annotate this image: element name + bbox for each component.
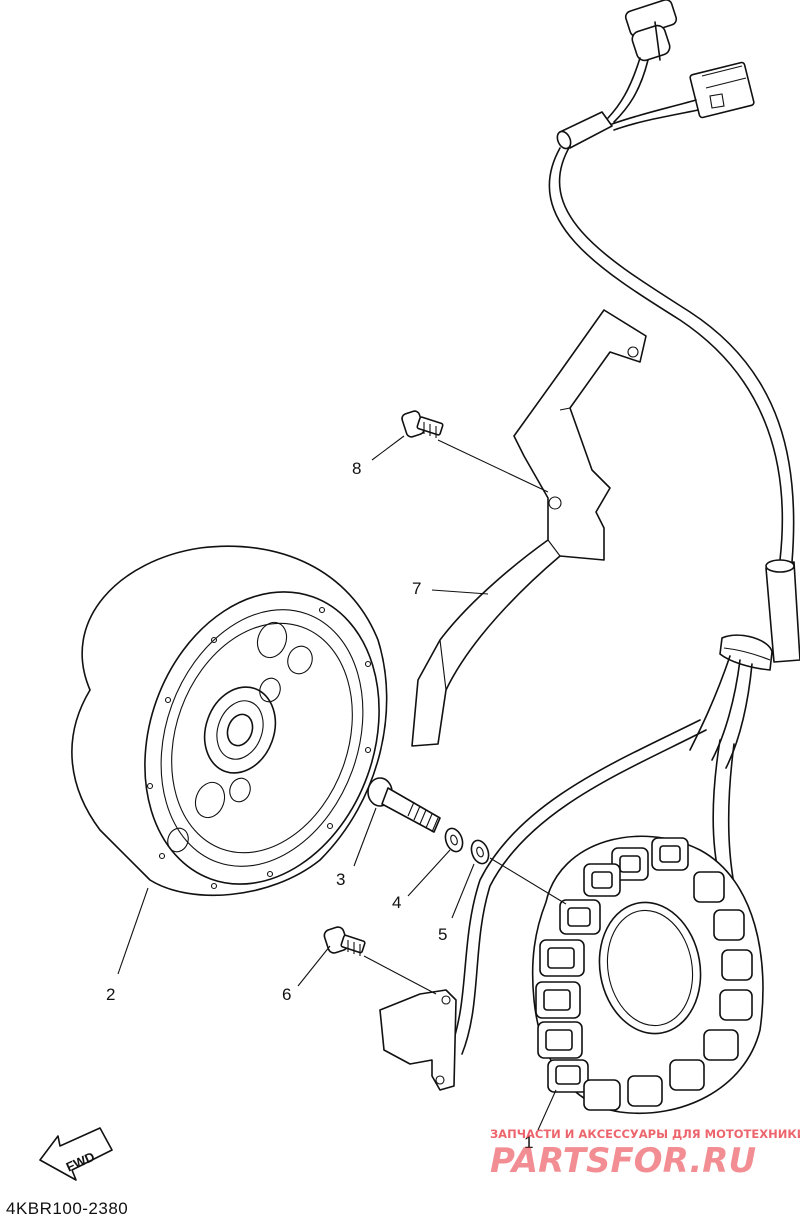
washer-part-4 bbox=[444, 827, 464, 853]
flywheel-rotor bbox=[71, 545, 388, 897]
watermark-brand: PARTSFOR.RU bbox=[490, 1141, 756, 1181]
callout-7: 7 bbox=[412, 579, 421, 598]
callout-2: 2 bbox=[106, 985, 115, 1004]
wire-harness-connectors bbox=[449, 0, 800, 1055]
callout-3: 3 bbox=[336, 870, 345, 889]
stator-coil bbox=[531, 835, 764, 1114]
callout-5: 5 bbox=[438, 925, 447, 944]
pickup-coil bbox=[379, 989, 457, 1091]
callout-6: 6 bbox=[282, 985, 291, 1004]
screw-part-6 bbox=[323, 926, 366, 956]
screw-part-8 bbox=[401, 410, 444, 438]
washer-part-5 bbox=[470, 839, 490, 865]
callout-8: 8 bbox=[352, 459, 361, 478]
callout-1: 1 bbox=[524, 1133, 533, 1152]
bolt-part-3 bbox=[367, 777, 441, 833]
diagram-code: 4KBR100-2380 bbox=[6, 1199, 128, 1218]
fwd-arrow-icon: FWD bbox=[39, 1127, 113, 1181]
bracket-plate bbox=[411, 309, 647, 747]
callout-4: 4 bbox=[392, 893, 401, 912]
watermark-tagline: ЗАПЧАСТИ И АКСЕССУАРЫ ДЛЯ МОТОТЕХНИКИ bbox=[490, 1127, 800, 1141]
leader-lines bbox=[117, 435, 567, 1131]
